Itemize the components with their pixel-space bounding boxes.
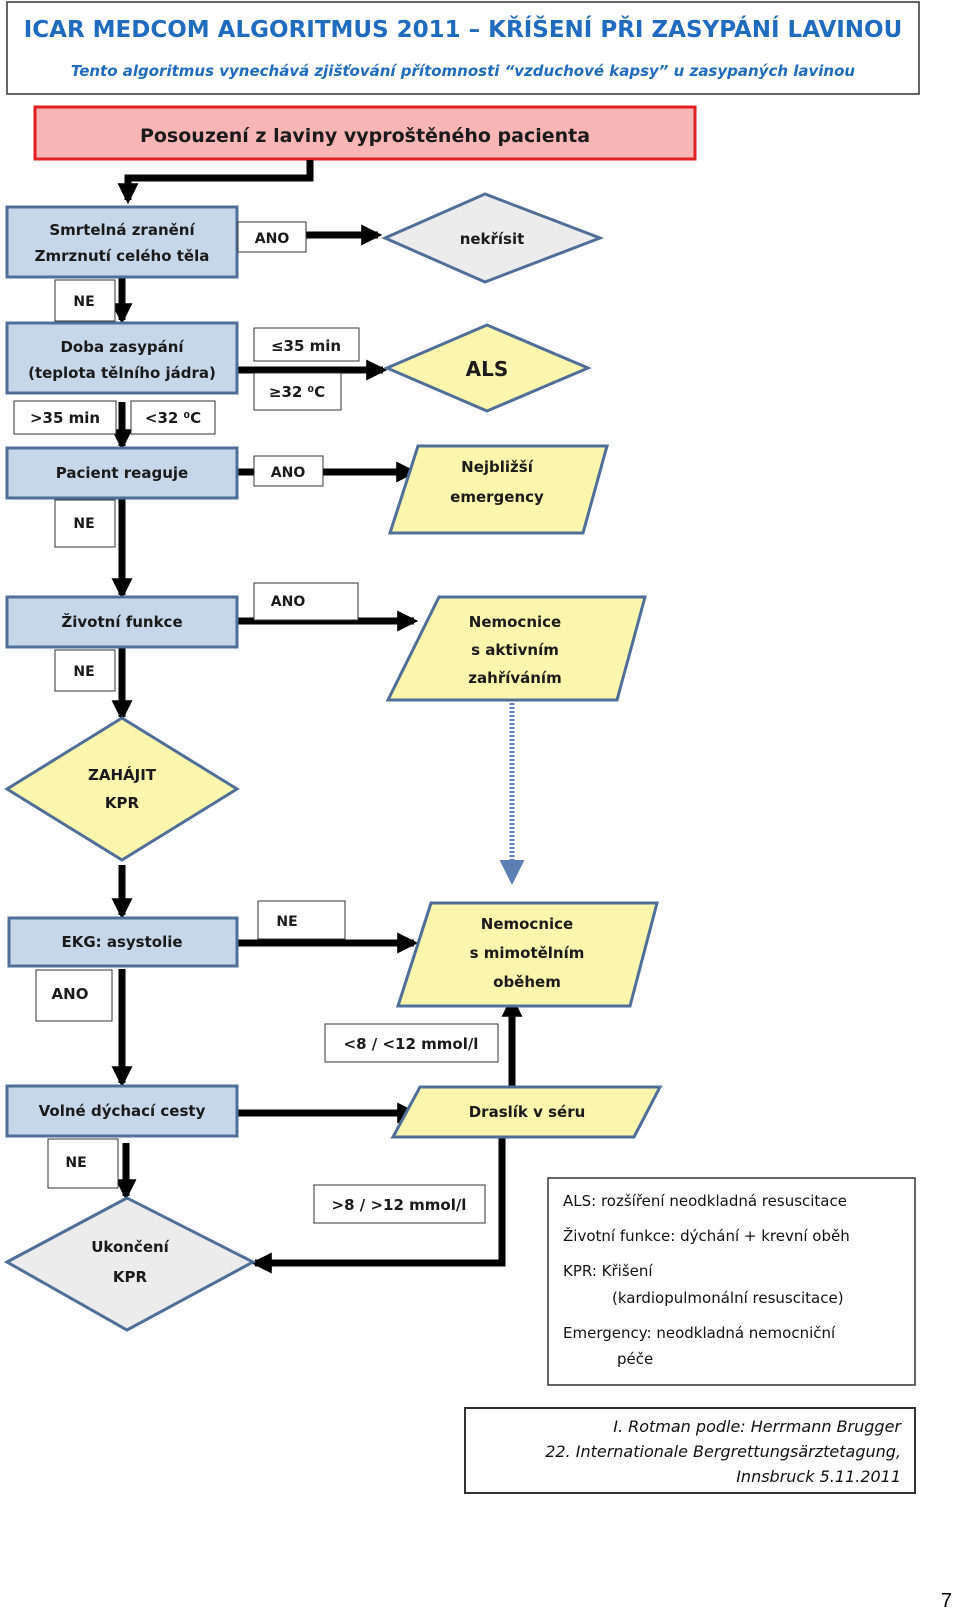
page-number: 7	[940, 1590, 952, 1612]
box-burial-line1: Doba zasypání	[60, 338, 184, 356]
diamond-als: ALS	[383, 323, 592, 413]
box-vitals-label: Životní funkce	[61, 612, 182, 631]
para-potassium-label: Draslík v séru	[469, 1103, 586, 1121]
label-no-airway: NE	[47, 1138, 119, 1189]
legend-emergency: Emergency: neodkladná nemocniční	[563, 1324, 836, 1342]
diamond-start-cpr: ZAHÁJIT KPR	[4, 716, 240, 862]
para-ecmo-line3: oběhem	[493, 973, 561, 991]
box-airway-label: Volné dýchací cesty	[39, 1102, 206, 1120]
credit-line1: I. Rotman podle: Herrmann Brugger	[613, 1417, 902, 1436]
para-ecmo-line2: s mimotělním	[470, 944, 585, 962]
label-k-high-text: >8 / >12 mmol/l	[332, 1196, 467, 1214]
label-yes-responds: ANO	[253, 455, 324, 487]
label-yes-vitals: ANO	[253, 582, 359, 621]
label-ge32-text: ≥32 ⁰C	[269, 383, 325, 401]
para-warming-line2: s aktivním	[471, 641, 559, 659]
para-emergency-line2: emergency	[450, 488, 544, 506]
box-vitals: Životní funkce	[5, 595, 239, 649]
label-yes-injuries-text: ANO	[255, 231, 290, 247]
diamond-end-cpr: Ukončení KPR	[3, 1196, 257, 1332]
diamond-end-cpr-line2: KPR	[113, 1268, 148, 1286]
label-ge32: ≥32 ⁰C	[253, 372, 342, 411]
credit-line3: Innsbruck 5.11.2011	[736, 1467, 901, 1486]
box-responds: Pacient reaguje	[5, 446, 239, 500]
label-lt32: <32 ⁰C	[130, 400, 216, 435]
box-ecg-label: EKG: asystolie	[61, 933, 182, 951]
legend-kpr-detail: (kardiopulmonální resuscitace)	[612, 1289, 844, 1307]
label-le35: ≤35 min	[253, 327, 360, 362]
label-no-ecg: NE	[257, 900, 346, 940]
legend-als: ALS: rozšíření neodkladná resuscitace	[563, 1192, 847, 1210]
box-injuries-line1: Smrtelná zranění	[49, 221, 195, 239]
legend-vitals: Životní funkce: dýchání + krevní oběh	[563, 1226, 850, 1245]
legend-box: ALS: rozšíření neodkladná resuscitace Ži…	[547, 1177, 916, 1386]
label-yes-ecg-text: ANO	[52, 985, 89, 1003]
label-no-responds-text: NE	[73, 516, 94, 532]
page-title: ICAR MEDCOM ALGORITMUS 2011 – KŘÍŠENÍ PŘ…	[24, 15, 903, 43]
para-ecmo: Nemocnice s mimotělním oběhem	[395, 901, 659, 1008]
diamond-no-resus: nekřísit	[381, 192, 605, 284]
box-burial: Doba zasypání (teplota tělního jádra)	[5, 321, 239, 395]
label-k-high: >8 / >12 mmol/l	[313, 1184, 486, 1224]
label-no-responds: NE	[54, 499, 116, 548]
start-label: Posouzení z laviny vyproštěného pacienta	[140, 125, 590, 147]
start-node: Posouzení z laviny vyproštěného pacienta	[33, 105, 697, 161]
credit-line2: 22. Internationale Bergrettungsärztetagu…	[545, 1442, 901, 1461]
box-ecg: EKG: asystolie	[7, 916, 239, 968]
label-yes-vitals-text: ANO	[271, 594, 306, 610]
diamond-als-label: ALS	[466, 357, 509, 381]
para-warming-line1: Nemocnice	[469, 613, 561, 631]
label-yes-responds-text: ANO	[271, 465, 306, 481]
label-no-vitals-text: NE	[73, 664, 94, 680]
label-lt32-text: <32 ⁰C	[145, 409, 201, 427]
para-emergency: Nejbližší emergency	[387, 444, 609, 535]
legend-emergency-detail: péče	[617, 1350, 653, 1368]
label-gt35-text: >35 min	[30, 409, 100, 427]
box-burial-line2: (teplota tělního jádra)	[28, 364, 216, 382]
box-injuries: Smrtelná zranění Zmrznutí celého těla	[5, 205, 239, 279]
label-le35-text: ≤35 min	[271, 337, 341, 355]
label-yes-injuries: ANO	[237, 221, 307, 253]
para-emergency-line1: Nejbližší	[461, 458, 534, 476]
label-no-vitals: NE	[54, 649, 116, 692]
box-responds-label: Pacient reaguje	[56, 464, 188, 482]
diamond-start-cpr-line2: KPR	[105, 794, 140, 812]
diamond-no-resus-label: nekřísit	[460, 230, 525, 248]
connectors	[111, 160, 523, 1274]
label-k-low-text: <8 / <12 mmol/l	[344, 1035, 479, 1053]
label-no-injuries-text: NE	[73, 294, 94, 310]
edge-labels: ANO NE ≤35 min ≥32 ⁰C >35 min <32 ⁰C ANO	[13, 221, 499, 1224]
legend-kpr: KPR: Křišení	[563, 1262, 653, 1280]
box-injuries-line2: Zmrznutí celého těla	[35, 247, 210, 265]
label-k-low: <8 / <12 mmol/l	[324, 1023, 499, 1063]
credit-box: I. Rotman podle: Herrmann Brugger 22. In…	[464, 1407, 916, 1494]
box-airway: Volné dýchací cesty	[5, 1084, 239, 1138]
label-no-ecg-text: NE	[276, 914, 297, 930]
para-ecmo-line1: Nemocnice	[481, 915, 573, 933]
para-warming: Nemocnice s aktivním zahříváním	[385, 595, 647, 702]
header-box: ICAR MEDCOM ALGORITMUS 2011 – KŘÍŠENÍ PŘ…	[6, 1, 920, 95]
diamond-start-cpr-line1: ZAHÁJIT	[88, 765, 157, 784]
para-potassium: Draslík v séru	[390, 1085, 663, 1139]
page-subtitle: Tento algoritmus vynechává zjišťování př…	[71, 62, 856, 80]
label-no-airway-text: NE	[65, 1155, 86, 1171]
diamond-end-cpr-line1: Ukončení	[91, 1238, 169, 1256]
para-warming-line3: zahříváním	[468, 669, 561, 687]
label-yes-ecg: ANO	[35, 969, 113, 1022]
label-gt35: >35 min	[13, 400, 117, 435]
label-no-injuries: NE	[54, 279, 116, 322]
